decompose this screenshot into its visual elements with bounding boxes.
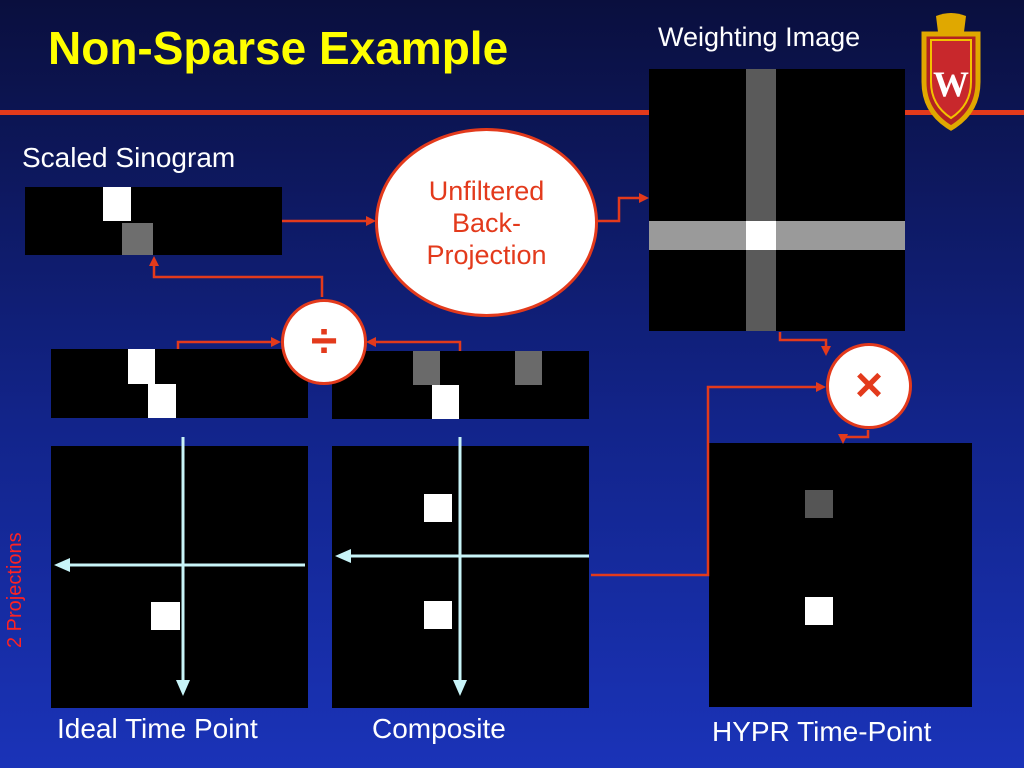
composite-sinogram-image <box>332 351 589 419</box>
page-title: Non-Sparse Example <box>48 22 509 74</box>
composite-label: Composite <box>372 713 506 744</box>
sinogram-pixel-gray <box>122 223 153 255</box>
composite-sinogram-gray-1 <box>413 351 440 385</box>
weighting-vertical-band <box>746 69 776 331</box>
ideal-sinogram-pixel-2 <box>148 384 176 418</box>
scaled-sinogram-image <box>25 187 282 255</box>
ideal-sinogram-pixel-1 <box>128 349 155 384</box>
university-crest-logo: W <box>921 13 981 131</box>
multiply-operator-icon: × <box>826 343 912 429</box>
hypr-time-point-label: HYPR Time-Point <box>712 716 932 747</box>
arrow-multiply-to-hypr <box>838 430 870 444</box>
weighting-horizontal-band <box>649 221 905 250</box>
composite-pixel-2 <box>424 601 452 629</box>
hypr-time-point-image <box>709 443 972 707</box>
backprojection-line-2: Back- <box>451 207 522 238</box>
arrow-backprojection-to-weighting <box>596 193 649 223</box>
arrow-composite-to-multiply <box>591 382 826 577</box>
weighting-image <box>649 69 905 331</box>
hypr-pixel-gray <box>805 490 833 518</box>
crest-letter: W <box>933 64 969 104</box>
hypr-pixel-bright <box>805 597 833 625</box>
ideal-time-point-image <box>51 446 308 708</box>
sinogram-pixel-bright <box>103 187 131 221</box>
composite-sinogram-bright <box>432 385 459 419</box>
arrow-weighting-to-multiply <box>778 332 831 356</box>
backprojection-node: Unfiltered Back- Projection <box>375 128 598 317</box>
multiply-symbol: × <box>854 359 884 412</box>
weighting-image-label: Weighting Image <box>658 22 861 52</box>
weighting-intersection <box>746 221 776 250</box>
composite-pixel-1 <box>424 494 452 522</box>
ideal-time-point-label: Ideal Time Point <box>57 713 258 744</box>
title-divider <box>0 110 1024 115</box>
divide-symbol: ÷ <box>310 315 338 368</box>
arrow-divide-to-sinogram <box>149 256 324 297</box>
arrow-ideal-to-divide <box>176 337 281 349</box>
backprojection-line-1: Unfiltered <box>428 175 545 206</box>
composite-sinogram-gray-2 <box>515 351 542 385</box>
scaled-sinogram-label: Scaled Sinogram <box>22 142 236 173</box>
arrow-composite-to-divide <box>366 337 462 351</box>
two-projections-label: 2 Projections <box>4 532 26 648</box>
divide-operator-icon: ÷ <box>281 299 367 385</box>
backprojection-line-3: Projection <box>426 239 547 270</box>
ideal-pixel <box>151 602 180 630</box>
ideal-sinogram-image <box>51 349 308 418</box>
